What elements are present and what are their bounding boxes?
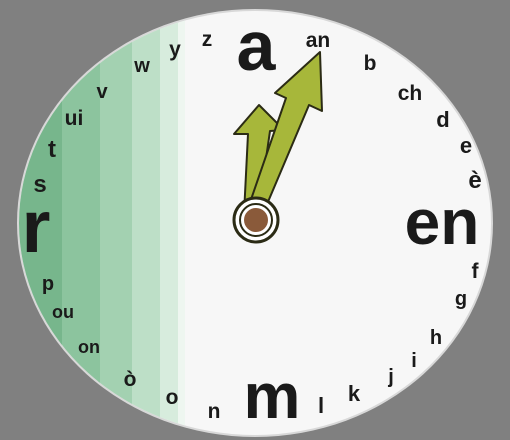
letter-en: en bbox=[405, 186, 480, 258]
letter-on: on bbox=[78, 337, 100, 357]
letter-d: d bbox=[436, 107, 449, 132]
letter-f: f bbox=[472, 260, 480, 283]
letter-g: g bbox=[455, 288, 467, 310]
letter-h: h bbox=[430, 327, 442, 349]
letter-o: o bbox=[166, 386, 179, 409]
letter-s: s bbox=[33, 171, 46, 198]
letter-e: e bbox=[460, 133, 472, 158]
shade-band bbox=[158, 0, 178, 440]
letter-m: m bbox=[244, 360, 301, 432]
letter-o-grave: ò bbox=[124, 368, 137, 391]
letter-b: b bbox=[364, 52, 377, 75]
letter-j: j bbox=[387, 366, 394, 388]
letter-i: i bbox=[411, 350, 417, 372]
letter-z: z bbox=[202, 28, 213, 51]
letter-ui: ui bbox=[65, 107, 84, 130]
letter-p: p bbox=[42, 273, 54, 295]
letter-t: t bbox=[48, 136, 56, 163]
letter-an: an bbox=[306, 29, 331, 52]
letter-a: a bbox=[237, 7, 277, 85]
letter-l: l bbox=[318, 393, 324, 418]
clock-hub bbox=[234, 198, 278, 242]
letter-n: n bbox=[208, 400, 221, 423]
letter-k: k bbox=[348, 381, 361, 406]
letter-ou: ou bbox=[52, 302, 74, 322]
letter-y: y bbox=[169, 38, 181, 61]
hub-center bbox=[244, 208, 268, 232]
letter-ch: ch bbox=[398, 82, 423, 105]
letter-v: v bbox=[96, 81, 108, 103]
letter-w: w bbox=[133, 55, 150, 77]
